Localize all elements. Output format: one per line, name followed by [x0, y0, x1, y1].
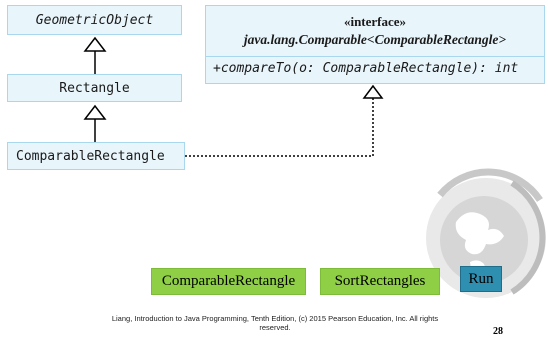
realization-arrowhead-interface [362, 84, 384, 99]
class-rectangle: Rectangle [7, 74, 182, 102]
interface-comparable: «interface» java.lang.Comparable<Compara… [205, 5, 545, 84]
class-comparable-rectangle: ComparableRectangle [7, 142, 185, 170]
run-button-label: Run [468, 270, 494, 287]
sort-rectangles-button[interactable]: SortRectangles [320, 268, 440, 295]
inheritance-arrowhead-geometric-object [83, 36, 107, 52]
globe-decoration [426, 168, 546, 298]
inheritance-arrowhead-rectangle [83, 104, 107, 120]
interface-name: java.lang.Comparable<ComparableRectangle… [243, 32, 507, 47]
run-button[interactable]: Run [460, 266, 502, 292]
sort-rectangles-button-label: SortRectangles [334, 273, 426, 289]
realization-line [185, 98, 374, 157]
comparable-rectangle-button-label: ComparableRectangle [161, 273, 296, 289]
interface-header: «interface» java.lang.Comparable<Compara… [206, 6, 544, 57]
footer-citation: Liang, Introduction to Java Programming,… [111, 314, 439, 332]
class-comparable-rectangle-label: ComparableRectangle [16, 148, 165, 164]
interface-stereotype: «interface» [343, 14, 407, 29]
class-geometric-object-label: GeometricObject [35, 12, 154, 28]
class-geometric-object: GeometricObject [7, 5, 182, 35]
class-rectangle-label: Rectangle [59, 80, 130, 96]
page-number: 28 [493, 326, 503, 337]
interface-operation: +compareTo(o: ComparableRectangle): int [213, 61, 519, 76]
comparable-rectangle-button[interactable]: ComparableRectangle [151, 268, 306, 295]
